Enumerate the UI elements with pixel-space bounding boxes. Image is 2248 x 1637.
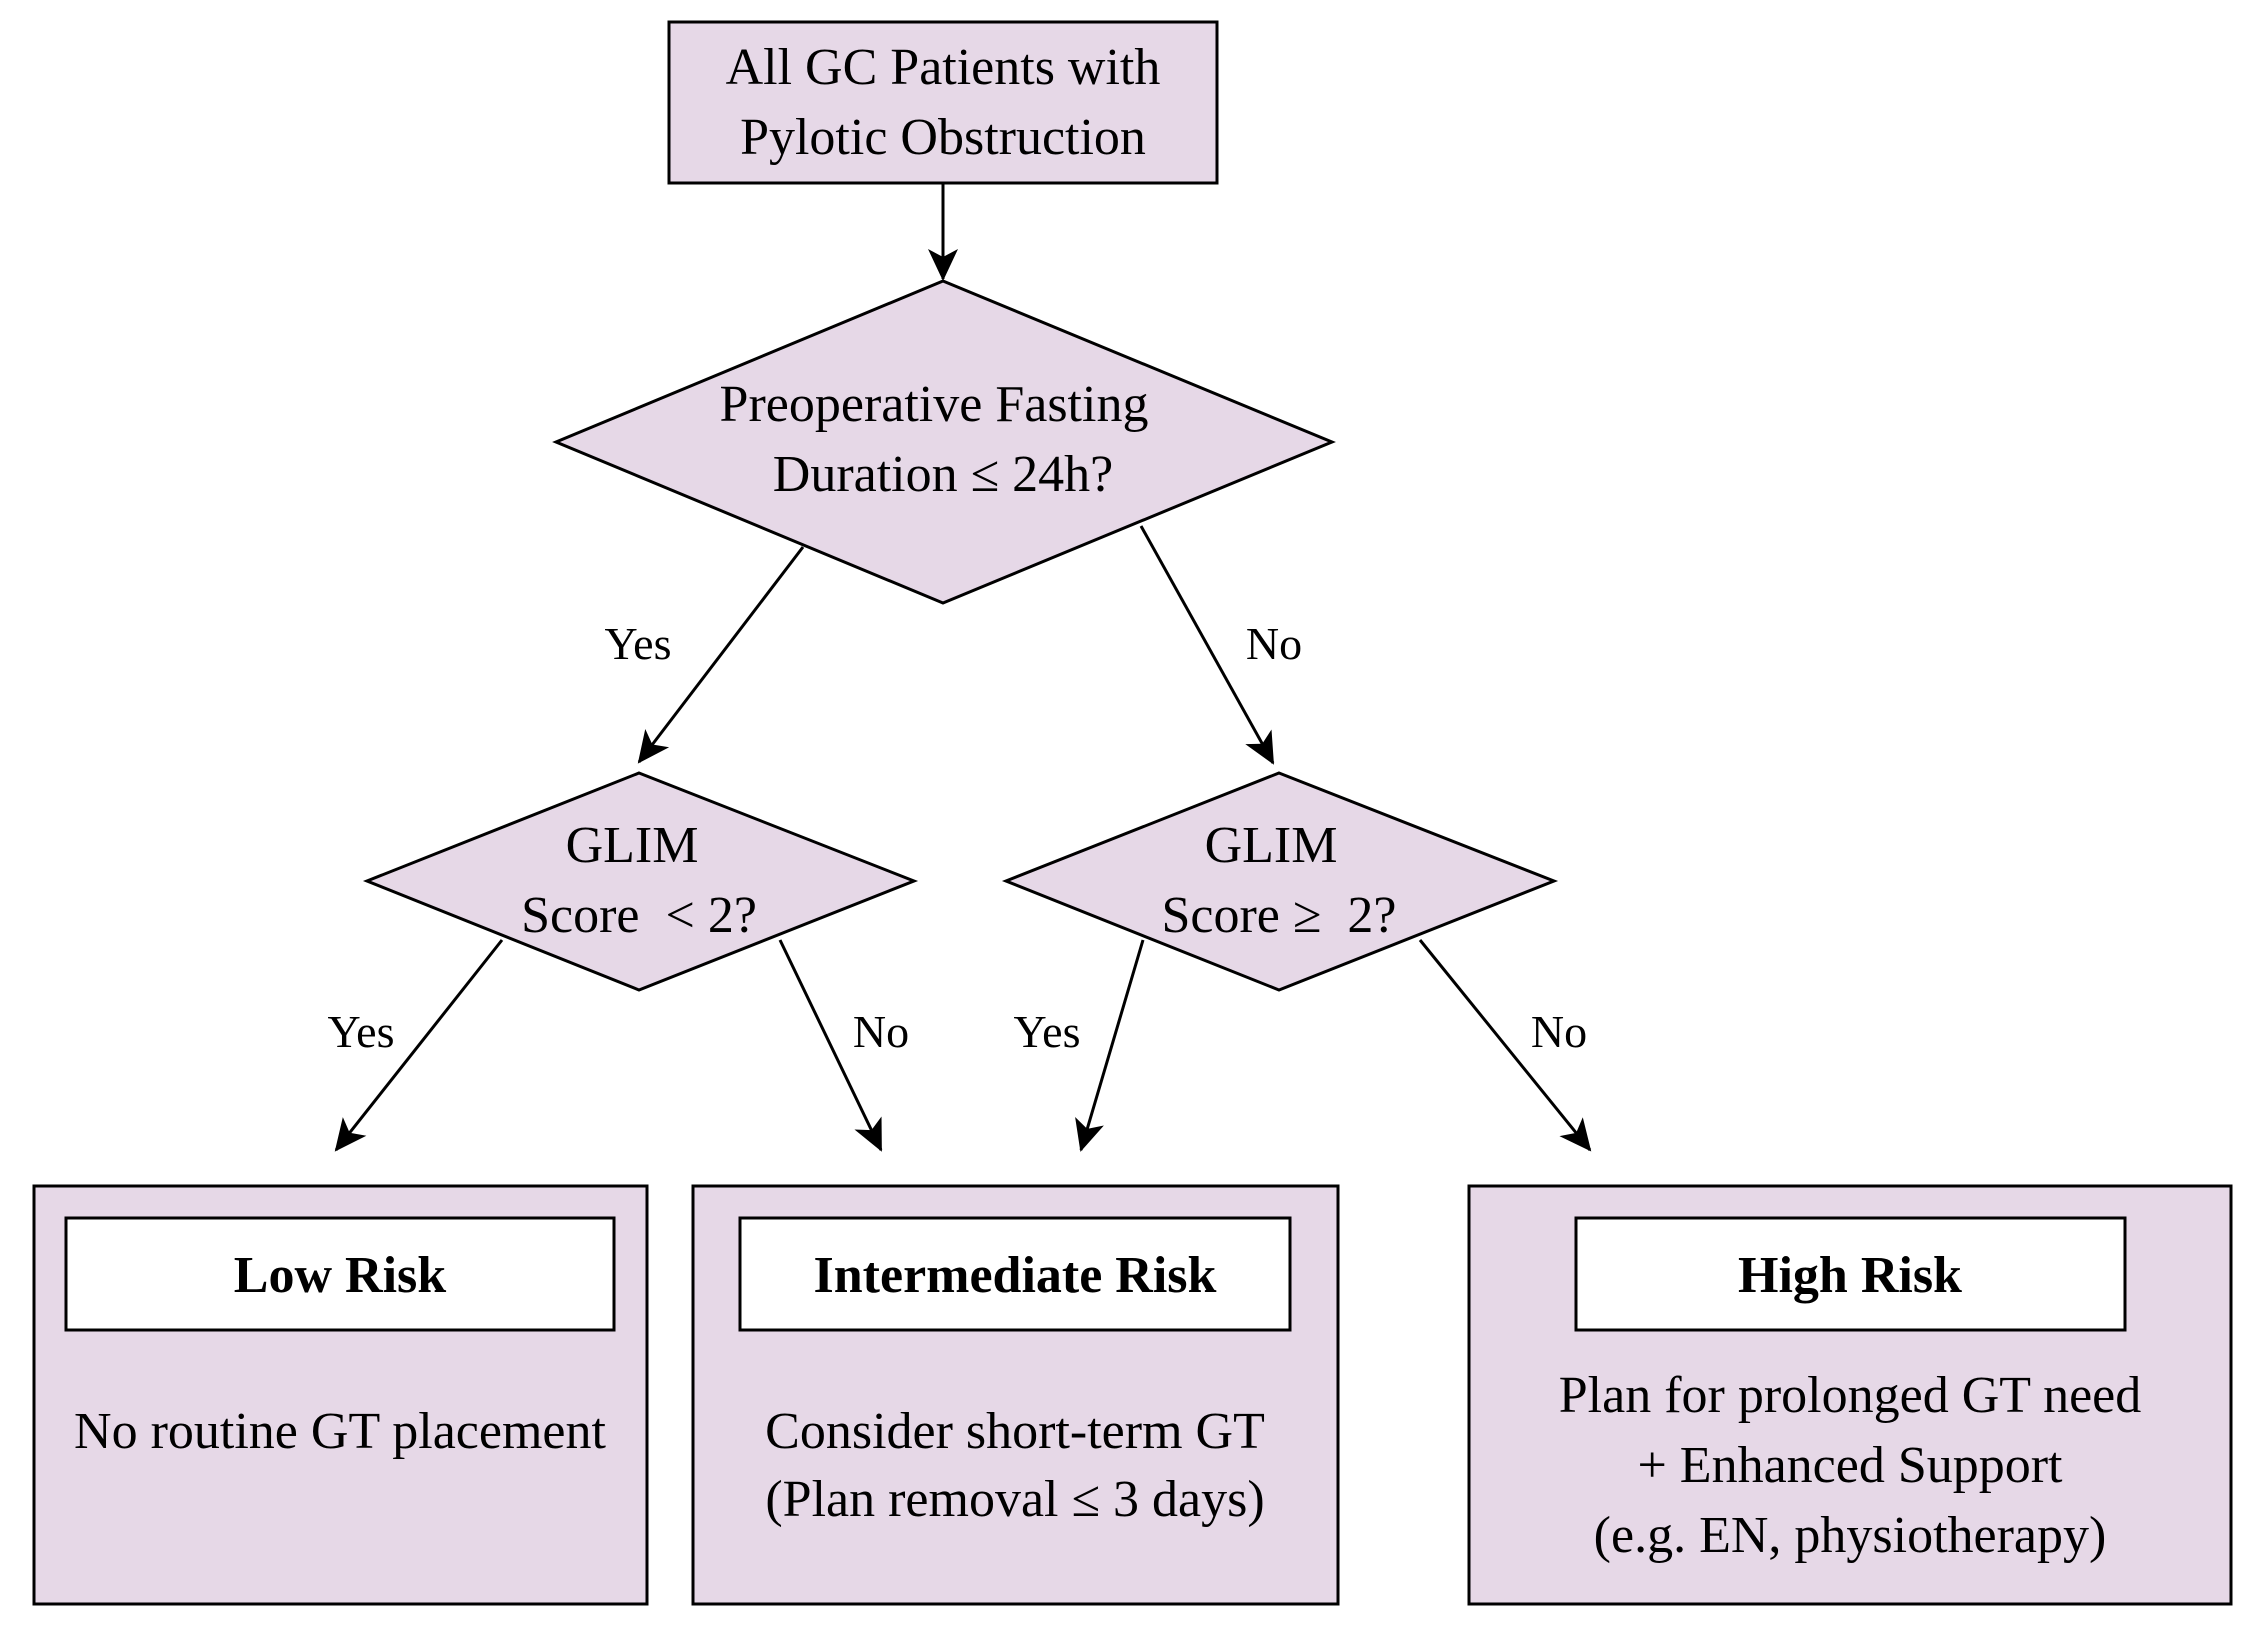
edge-label-glim-right-yes: Yes (1014, 1006, 1081, 1057)
edge-label-fasting-no: No (1246, 618, 1302, 669)
intermediate-risk-line1: Consider short-term GT (765, 1403, 1265, 1460)
glim-left-line2: Score < 2? (521, 887, 757, 944)
intermediate-risk-title: Intermediate Risk (814, 1247, 1217, 1304)
start-node: All GC Patients with Pylotic Obstruction (667, 20, 1219, 185)
edge-glim-right-no (1418, 939, 1592, 1152)
glim-right-line2: Score ≥ 2? (1161, 887, 1396, 944)
edge-glim-right-yes (1075, 939, 1145, 1152)
fasting-decision-line1: Preoperative Fasting (720, 376, 1149, 433)
high-risk-line2: + Enhanced Support (1637, 1437, 2063, 1494)
start-node-line2: Pylotic Obstruction (740, 109, 1146, 166)
glim-right-decision-node: GLIM Score ≥ 2? (1001, 771, 1559, 992)
edge-fasting-yes (637, 546, 805, 764)
edge-label-glim-left-no: No (853, 1006, 909, 1057)
high-risk-line3: (e.g. EN, physiotherapy) (1594, 1507, 2107, 1564)
intermediate-risk-line2: (Plan removal ≤ 3 days) (765, 1471, 1264, 1528)
high-risk-line1: Plan for prolonged GT need (1559, 1367, 2141, 1424)
low-risk-line1: No routine GT placement (74, 1403, 606, 1460)
glim-left-decision-node: GLIM Score < 2? (362, 771, 919, 992)
edge-fasting-no (1139, 525, 1275, 765)
low-risk-title: Low Risk (234, 1247, 446, 1304)
edge-label-fasting-yes: Yes (605, 618, 672, 669)
high-risk-title: High Risk (1738, 1247, 1962, 1304)
low-risk-box: Low Risk No routine GT placement (32, 1184, 649, 1606)
edge-glim-left-no (778, 939, 883, 1152)
glim-left-line1: GLIM (566, 817, 699, 874)
edge-glim-left-yes (334, 939, 504, 1152)
high-risk-box: High Risk Plan for prolonged GT need + E… (1467, 1184, 2233, 1606)
intermediate-risk-box: Intermediate Risk Consider short-term GT… (691, 1184, 1340, 1606)
edge-label-glim-left-yes: Yes (328, 1006, 395, 1057)
fasting-decision-node: Preoperative Fasting Duration ≤ 24h? (552, 279, 1336, 605)
edge-label-glim-right-no: No (1531, 1006, 1587, 1057)
glim-right-line1: GLIM (1205, 817, 1338, 874)
fasting-decision-line2: Duration ≤ 24h? (773, 446, 1113, 503)
start-node-line1: All GC Patients with (726, 39, 1161, 96)
